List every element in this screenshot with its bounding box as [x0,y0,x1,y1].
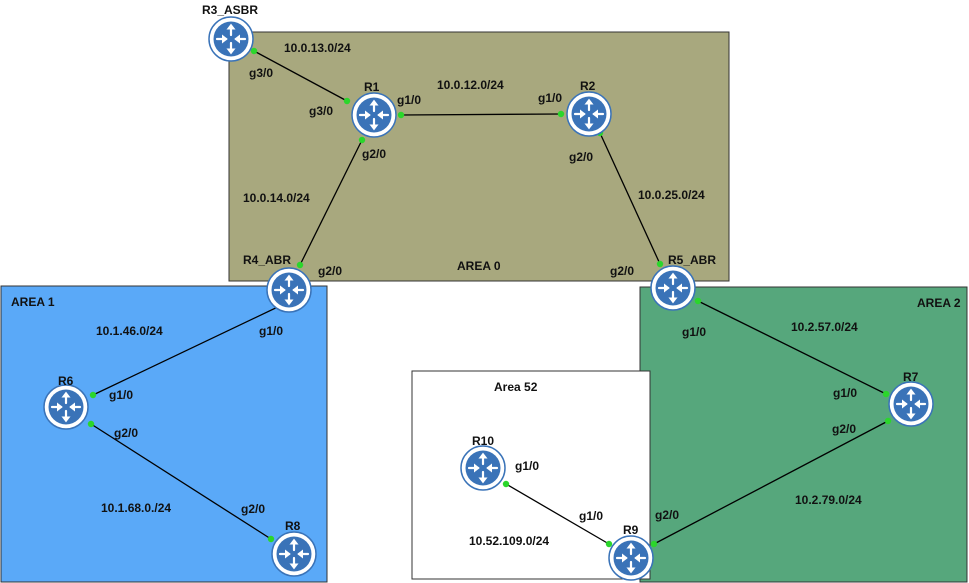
router-icon[interactable] [649,264,697,312]
interface-label: g1/0 [538,91,562,105]
router-label: R2 [580,79,596,93]
router-label: R3_ASBR [202,3,258,17]
endpoint-dot [502,480,510,488]
links [90,50,889,545]
router-icon[interactable] [459,444,507,492]
endpoint-dot [605,540,613,548]
area-1-box [0,285,328,583]
router-label: R7 [903,370,919,384]
interface-label: g2/0 [832,422,856,436]
endpoint-dot [694,297,702,305]
router-icon[interactable] [607,534,655,582]
link-r1-r2[interactable] [400,113,562,116]
area-boxes [0,31,968,583]
router-label: R1 [364,80,380,94]
link-r3-r1[interactable] [253,50,348,102]
link-r6-r8[interactable] [90,423,272,540]
area-labels: AREA 0 AREA 1 AREA 2 Area 52 [11,259,961,394]
link-r10-r9[interactable] [505,483,610,545]
area-1-label: AREA 1 [11,295,55,309]
router-label: R5_ABR [668,253,716,267]
router-label: R9 [623,523,639,537]
endpoint-dot [650,540,658,548]
area-0-box [228,31,730,282]
interface-labels: g3/0 g3/0 g1/0 g1/0 g2/0 g2/0 g2/0 g2/0 … [109,66,857,523]
interface-label: g2/0 [318,264,342,278]
endpoint-dot [656,260,664,268]
endpoint-dot [296,261,304,269]
subnet-label: 10.0.25.0/24 [638,188,705,202]
interface-label: g1/0 [579,509,603,523]
interface-label: g3/0 [249,66,273,80]
interface-label: g1/0 [259,324,283,338]
subnet-label: 10.2.79.0/24 [795,493,862,507]
router-label: R10 [472,434,494,448]
interface-label: g1/0 [515,459,539,473]
endpoint-dot [884,417,892,425]
endpoint-dot [343,97,351,105]
router-label: R8 [285,519,301,533]
interface-label: g2/0 [241,502,265,516]
router-icon[interactable] [887,380,935,428]
router-icon[interactable] [207,15,255,63]
interface-label: g1/0 [682,325,706,339]
subnet-label: 10.2.57.0/24 [791,320,858,334]
endpoint-dot [882,390,890,398]
interface-label: g1/0 [833,386,857,400]
interface-label: g2/0 [610,264,634,278]
link-r4-r6[interactable] [92,303,285,396]
interface-label: g3/0 [309,104,333,118]
interface-label: g2/0 [114,426,138,440]
subnet-labels: 10.0.13.0/24 10.0.12.0/24 10.0.14.0/24 1… [96,41,862,548]
interface-label: g1/0 [109,388,133,402]
router-icon[interactable] [42,383,90,431]
endpoint-dot [89,391,97,399]
subnet-label: 10.1.68.0./24 [101,501,171,515]
area-2-box [639,286,968,583]
interface-label: g2/0 [362,147,386,161]
router-label: R4_ABR [243,253,291,267]
endpoint-dot [358,136,366,144]
router-icon[interactable] [270,530,318,578]
interface-label: g2/0 [569,150,593,164]
router-label: R6 [58,374,74,388]
router-icon[interactable] [350,91,398,139]
link-r7-r9[interactable] [653,420,889,545]
endpoint-dot [267,535,275,543]
interface-label: g1/0 [397,93,421,107]
endpoint-dot [87,420,95,428]
link-r5-r7[interactable] [697,300,887,395]
subnet-label: 10.0.12.0/24 [437,78,504,92]
area-2-label: AREA 2 [917,296,961,310]
subnet-label: 10.0.13.0/24 [284,41,351,55]
subnet-label: 10.52.109.0/24 [469,534,549,548]
endpoint-dot [397,111,405,119]
area-52-label: Area 52 [494,380,538,394]
subnet-label: 10.1.46.0/24 [96,324,163,338]
router-icon[interactable] [565,90,613,138]
endpoint-dot [557,110,565,118]
endpoint-dot [250,47,258,55]
subnet-label: 10.0.14.0/24 [243,191,310,205]
link-r1-r4[interactable] [299,139,363,266]
router-labels: R3_ASBR R1 R2 R4_ABR R5_ABR R6 R7 R8 R9 … [58,3,919,537]
router-icon[interactable] [265,266,313,314]
area-0-label: AREA 0 [457,259,501,273]
interface-label: g2/0 [655,508,679,522]
link-r2-r5[interactable] [599,132,661,265]
